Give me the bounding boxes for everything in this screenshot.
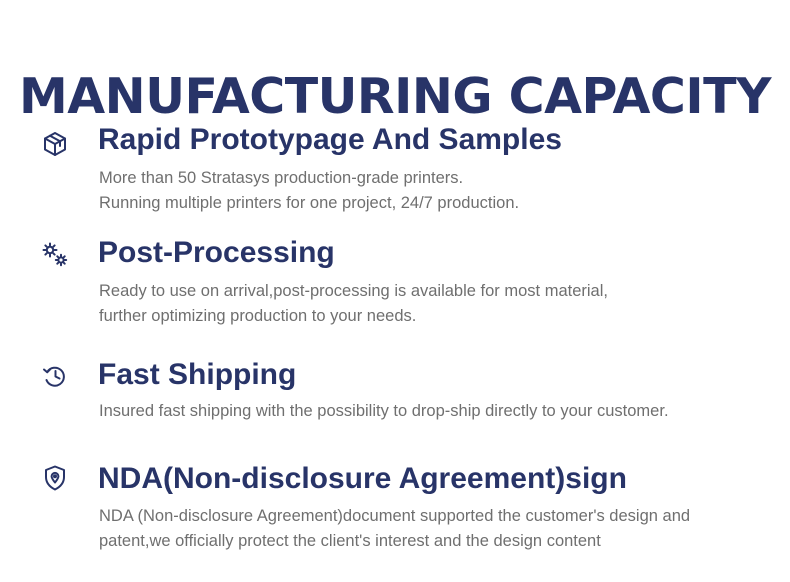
feature-heading: NDA(Non-disclosure Agreement)sign [98,462,627,495]
gears-icon [40,239,70,269]
page-title: MANUFACTURING CAPACITY [19,67,772,125]
feature-description: Ready to use on arrival,post-processing … [99,279,608,329]
feature-heading: Rapid Prototypage And Samples [98,123,562,156]
description-line: Insured fast shipping with the possibili… [99,402,669,420]
description-line: More than 50 Stratasys production-grade … [99,169,464,187]
feature-heading: Fast Shipping [98,358,297,391]
history-clock-icon [40,361,70,391]
description-line: NDA (Non-disclosure Agreement)document s… [99,507,691,525]
description-line: Running multiple printers for one projec… [99,194,520,212]
shield-pin-icon [40,463,70,493]
description-line: further optimizing production to your ne… [99,307,417,325]
feature-description: More than 50 Stratasys production-grade … [99,166,519,216]
feature-heading: Post-Processing [98,236,335,269]
feature-description: Insured fast shipping with the possibili… [99,399,669,424]
feature-description: NDA (Non-disclosure Agreement)document s… [99,504,690,554]
cube-icon [40,129,70,159]
description-line: Ready to use on arrival,post-processing … [99,282,608,300]
description-line: patent,we officially protect the client'… [99,532,601,550]
